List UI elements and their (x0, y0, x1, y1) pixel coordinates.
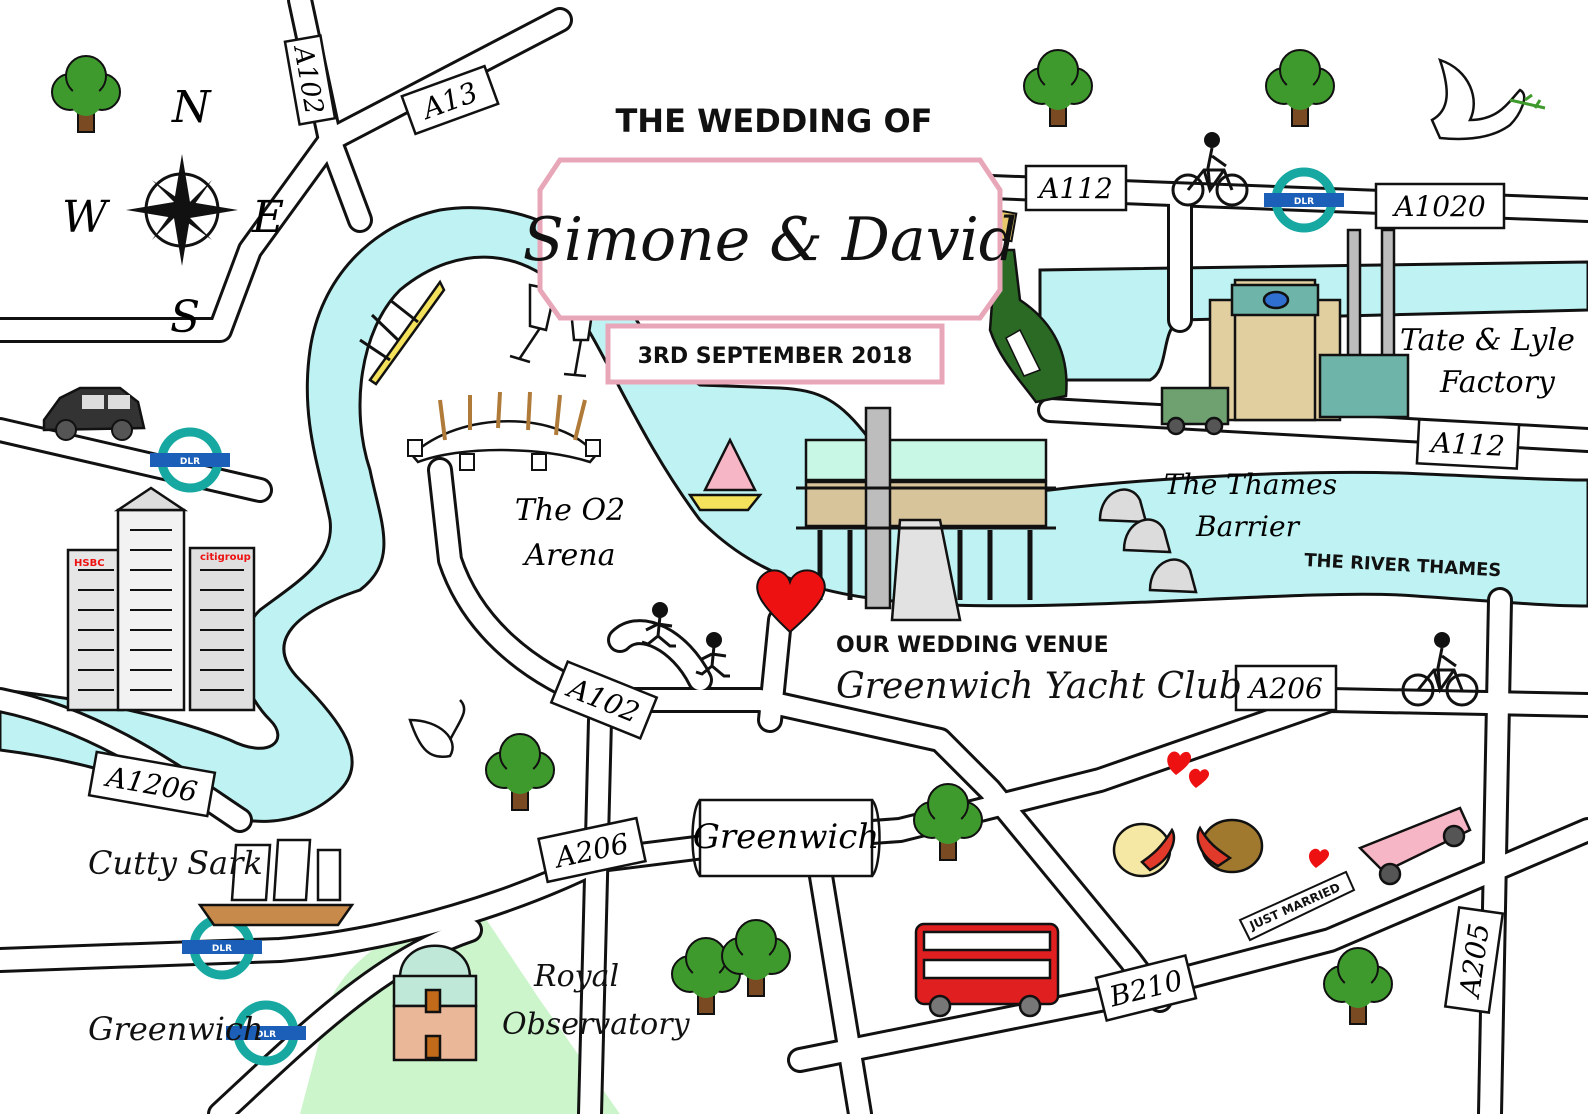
road-sign-a1020: A1020 (1374, 182, 1506, 230)
greenwich-scroll-label: Greenwich (693, 817, 879, 857)
wedding-car-icon (1357, 806, 1472, 886)
tate-lyle-factory-building (1160, 228, 1410, 436)
couple-names: Simone & David (523, 205, 1017, 275)
greenwich-scroll (691, 798, 881, 878)
road-sign-a112-right: A112 (1415, 418, 1521, 470)
tree-icon (1265, 49, 1335, 127)
road-sign-b210: B210 (1094, 954, 1198, 1022)
dlr-label: DLR (180, 457, 200, 467)
tree-icon (913, 783, 983, 861)
canary-wharf-buildings (66, 486, 256, 712)
cutty-sark-label: Cutty Sark (88, 844, 263, 882)
royal-observatory-label-line2: Observatory (502, 1007, 691, 1042)
rowing-boat-icon (359, 279, 446, 386)
compass-east: E (251, 192, 284, 243)
road-sign-a1206: A1206 (87, 750, 217, 818)
venue-heading: OUR WEDDING VENUE (836, 633, 1109, 658)
swan-icon (408, 699, 466, 759)
heart-icon (1309, 848, 1330, 868)
road-sign-label: A112 (1427, 426, 1505, 463)
hsbc-label: HSBC (74, 558, 105, 569)
thames-barrier-label-line2: Barrier (1195, 510, 1301, 543)
names-frame (537, 157, 1003, 321)
road-sign-a102-top: A102 (283, 34, 337, 126)
thames-barrier-icon (1098, 488, 1198, 594)
love-birds-icon (1112, 818, 1264, 878)
just-married-banner (1238, 870, 1356, 942)
road-sign-a206-left: A206 (537, 816, 647, 884)
greenwich-station-label: Greenwich (88, 1010, 264, 1048)
yacht-club-building (796, 406, 1056, 622)
road-sign-label: A206 (1246, 672, 1323, 705)
road-sign-a112-top: A112 (1024, 164, 1128, 212)
tree-icon (1023, 49, 1093, 127)
road-sign-a206-right: A206 (1234, 664, 1338, 712)
road-sign-label: A1020 (1391, 190, 1485, 223)
compass (126, 154, 238, 266)
sailboat-icon (687, 437, 763, 512)
tree-icon (485, 733, 555, 811)
venue-heart-icon (756, 569, 826, 634)
o2-label-line2: Arena (522, 538, 616, 573)
venue-name: Greenwich Yacht Club (836, 666, 1242, 707)
date-box (605, 323, 945, 385)
cutty-sark-ship-icon (197, 838, 355, 927)
tate-lyle-label-line1: Tate & Lyle (1400, 323, 1575, 358)
royal-observatory-building (392, 944, 478, 1062)
dove-icon (1430, 58, 1546, 141)
o2-arena-icon (407, 391, 601, 471)
citigroup-label: citigroup (200, 552, 251, 563)
wedding-title: THE WEDDING OF (615, 102, 932, 140)
river-thames (0, 206, 1588, 823)
road-sign-label: A112 (1036, 172, 1113, 205)
tree-icon (51, 55, 121, 133)
tate-lyle-label-line2: Factory (1439, 365, 1556, 400)
just-married-text: JUST MARRIED (1247, 880, 1343, 933)
compass-west: W (62, 192, 111, 243)
wedding-date: 3RD SEPTEMBER 2018 (638, 344, 913, 369)
dlr-label: DLR (256, 1030, 276, 1040)
o2-label-line1: The O2 (515, 493, 625, 528)
thames-barrier-label-line1: The Thames (1164, 468, 1337, 501)
taxi-icon (42, 386, 146, 441)
heart-icon (1189, 768, 1210, 788)
tree-icon (1323, 947, 1393, 1025)
compass-north: N (171, 82, 212, 133)
royal-observatory-label-line1: Royal (533, 959, 619, 994)
road-sign-a205: A205 (1443, 906, 1505, 1014)
dlr-label: DLR (1294, 197, 1314, 207)
compass-south: S (170, 292, 200, 343)
red-bus-icon (914, 922, 1060, 1018)
dlr-label: DLR (212, 944, 232, 954)
heart-icon (1167, 751, 1192, 775)
